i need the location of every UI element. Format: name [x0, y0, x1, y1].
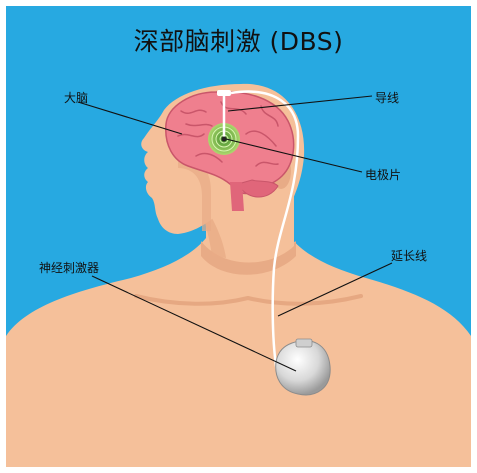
- label-lead: 导线: [375, 89, 399, 106]
- label-extension: 延长线: [391, 247, 427, 264]
- label-stimulator: 神经刺激器: [39, 259, 99, 276]
- dbs-diagram: 深部脑刺激 (DBS) 大脑 导线 电极片 神经刺激器 延长线: [6, 6, 471, 467]
- page-title: 深部脑刺激 (DBS): [6, 22, 471, 58]
- electrode-tip: [222, 137, 227, 142]
- burr-hole-cap: [217, 90, 231, 96]
- illustration: [6, 6, 471, 467]
- label-brain: 大脑: [64, 89, 88, 106]
- neurostimulator: [276, 339, 330, 395]
- label-electrode: 电极片: [365, 166, 401, 183]
- brainstem: [230, 182, 244, 211]
